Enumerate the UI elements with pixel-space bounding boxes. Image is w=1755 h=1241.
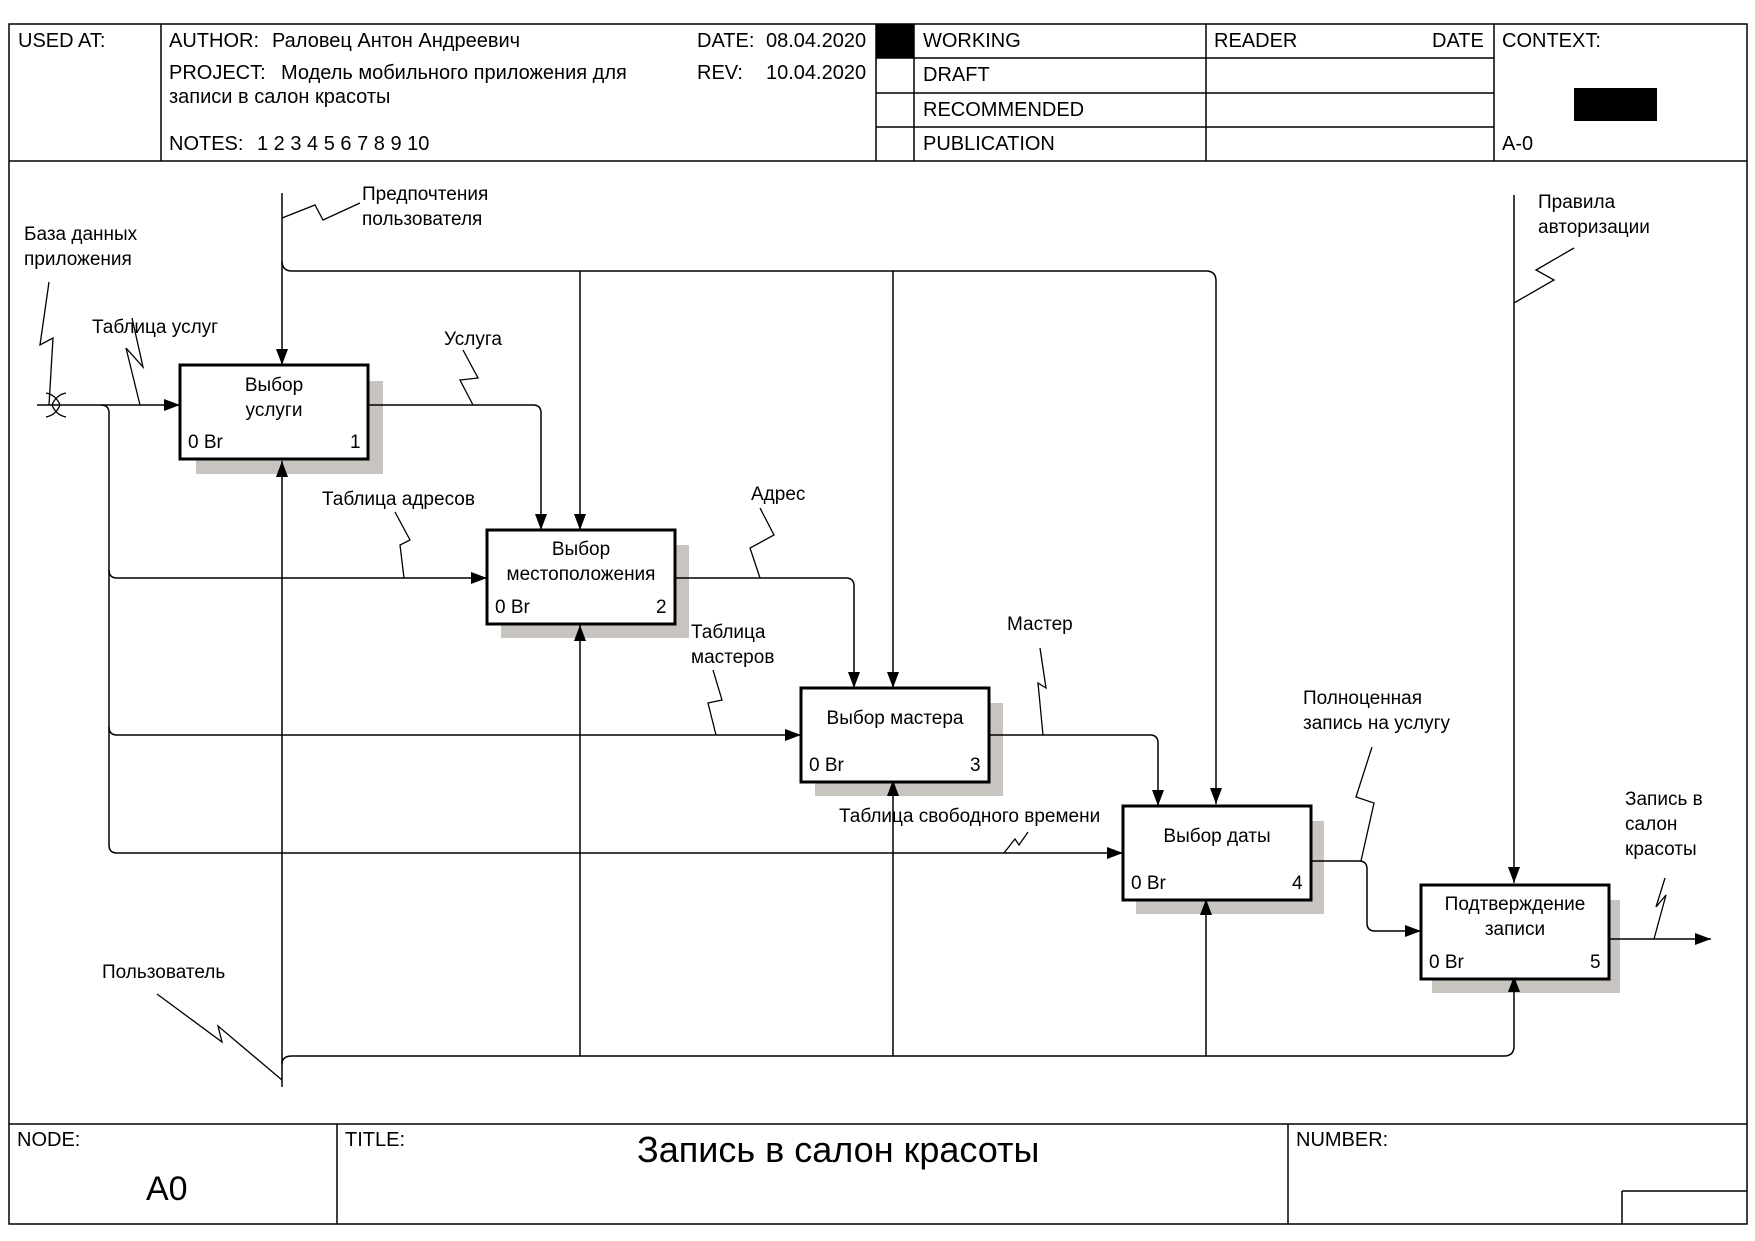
- author-label: AUTHOR:: [169, 30, 259, 52]
- date-label: DATE:: [697, 30, 755, 52]
- notes-label: NOTES:: [169, 133, 244, 155]
- box3-cost: 0 Br: [809, 755, 844, 776]
- box2-title: Выбор местоположения: [487, 537, 675, 587]
- status-publication: PUBLICATION: [923, 133, 1055, 155]
- box1-title: Выбор услуги: [180, 373, 368, 423]
- box3-title: Выбор мастера: [801, 706, 989, 731]
- box2-title-line1: Выбор: [551, 539, 611, 560]
- label-output-line1: Запись в: [1625, 789, 1703, 810]
- rev-label: REV:: [697, 62, 743, 84]
- diagram-title: Запись в салон красоты: [637, 1129, 1040, 1170]
- used-at-label: USED AT:: [18, 30, 106, 52]
- label-services-table: Таблица услуг: [92, 317, 219, 338]
- label-service: Услуга: [444, 329, 502, 350]
- box1-title-line1: Выбор: [244, 375, 304, 396]
- status-draft: DRAFT: [923, 64, 990, 86]
- box5-number: 5: [1590, 952, 1601, 973]
- label-addresses-table: Таблица адресов: [322, 489, 475, 510]
- label-prefs-line2: пользователя: [362, 209, 483, 230]
- label-leaders: [39, 202, 1667, 1081]
- box1-title-line2: услуги: [245, 400, 303, 421]
- label-rules-line2: авторизации: [1538, 217, 1650, 238]
- box4-title-line1: Выбор даты: [1163, 826, 1271, 847]
- tunnel-mark: [45, 392, 67, 418]
- notes-values: 1 2 3 4 5 6 7 8 9 10: [257, 133, 430, 155]
- box5-cost: 0 Br: [1429, 952, 1464, 973]
- box5-title-line2: записи: [1484, 919, 1546, 940]
- box1-cost: 0 Br: [188, 432, 223, 453]
- context-label: CONTEXT:: [1502, 30, 1601, 52]
- activity-boxes: [178, 363, 1611, 981]
- project-label: PROJECT:: [169, 62, 266, 84]
- title-label: TITLE:: [345, 1129, 406, 1151]
- label-output-line2: салон: [1625, 814, 1678, 835]
- box5-title: Подтверждение записи: [1421, 892, 1609, 942]
- label-output-line3: красоты: [1625, 839, 1697, 860]
- number-label: NUMBER:: [1296, 1129, 1389, 1151]
- box2-number: 2: [656, 597, 667, 618]
- label-masters-line2: мастеров: [691, 647, 775, 668]
- reader-date-label: DATE: [1432, 30, 1484, 52]
- box1-number: 1: [350, 432, 361, 453]
- label-masters-line1: Таблица: [691, 622, 766, 643]
- author-value: Раловец Антон Андреевич: [272, 30, 521, 52]
- label-address: Адрес: [751, 484, 806, 505]
- node-label: NODE:: [17, 1129, 81, 1151]
- status-recommended: RECOMMENDED: [923, 99, 1085, 121]
- label-full-line1: Полноценная: [1303, 688, 1423, 709]
- node-value: A0: [146, 1170, 188, 1208]
- reader-label: READER: [1214, 30, 1298, 52]
- label-db-line2: приложения: [24, 249, 132, 270]
- box2-title-line2: местоположения: [506, 564, 656, 585]
- label-rules-line1: Правила: [1538, 192, 1616, 213]
- label-full-line2: запись на услугу: [1303, 713, 1450, 734]
- box5-title-line1: Подтверждение: [1444, 894, 1586, 915]
- box3-title-line1: Выбор мастера: [826, 708, 964, 729]
- box2-cost: 0 Br: [495, 597, 530, 618]
- box4-cost: 0 Br: [1131, 873, 1166, 894]
- rev-value: 10.04.2020: [766, 62, 867, 84]
- status-working: WORKING: [923, 30, 1021, 52]
- box3-number: 3: [970, 755, 981, 776]
- date-value: 08.04.2020: [766, 30, 867, 52]
- arrow-lines: [37, 193, 1711, 1087]
- box4-title: Выбор даты: [1123, 824, 1311, 849]
- label-free-time-table: Таблица свободного времени: [839, 806, 1101, 827]
- label-prefs-line1: Предпочтения: [362, 184, 489, 205]
- label-master: Мастер: [1007, 614, 1073, 635]
- context-node: A-0: [1502, 133, 1534, 155]
- label-user: Пользователь: [102, 962, 226, 983]
- box4-number: 4: [1292, 873, 1303, 894]
- project-line2: записи в салон красоты: [169, 86, 391, 108]
- project-line1: Модель мобильного приложения для: [281, 62, 627, 84]
- label-db-line1: База данных: [24, 224, 138, 245]
